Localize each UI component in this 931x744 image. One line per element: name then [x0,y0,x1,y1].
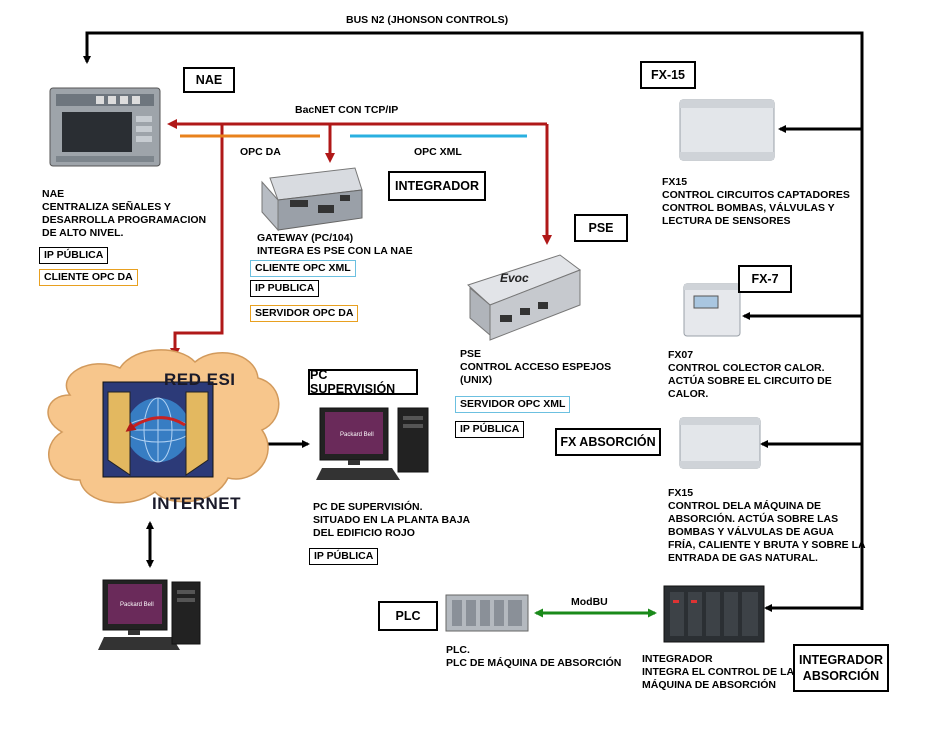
gateway-description: GATEWAY (PC/104) INTEGRA ES PSE CON LA N… [257,232,413,258]
pc-ip-tag: IP PÚBLICA [309,548,379,565]
fx07-description: FX07 CONTROL COLECTOR CALOR. ACTÚA SOBRE… [668,349,832,401]
nae-device [49,87,161,167]
fx15-abs-desc-line: FX15 [668,487,694,499]
pc-supervision-box: PC SUPERVISIÓN [308,368,418,396]
fx15-absorcion-device [679,417,761,469]
pc-desc-line: PC DE SUPERVISIÓN. [313,501,423,513]
fx07-device [683,283,741,337]
internet-label: INTERNET [152,494,241,513]
pse-device: Evoc [467,254,582,341]
bus-n2-line [83,31,864,612]
pse-desc-line: (UNIX) [460,374,493,386]
gateway-desc-line: INTEGRA ES PSE CON LA NAE [257,245,413,257]
nae-desc-line: DE ALTO NIVEL. [42,227,124,239]
fx15-top-desc-line: LECTURA DE SENSORES [662,215,791,227]
fx07-desc-line: CALOR. [668,388,709,400]
nae-desc-line: CENTRALIZA SEÑALES Y [42,201,171,213]
pse-description: PSE CONTROL ACCESO ESPEJOS (UNIX) [460,348,611,387]
gateway-opc-client-tag: CLIENTE OPC XML [250,260,356,277]
nae-description: NAE CENTRALIZA SEÑALES Y DESARROLLA PROG… [42,188,206,240]
nae-box: NAE [183,67,235,93]
plc-desc-line: PLC. [446,644,470,656]
fx07-desc-line: FX07 [668,349,694,361]
integrador-abs-desc-line: INTEGRADOR [642,653,713,665]
nae-ip-tag: IP PÚBLICA [39,247,109,264]
fx07-desc-line: ACTÚA SOBRE EL CIRCUITO DE [668,375,832,387]
fx15-abs-desc-line: CONTROL DELA MÁQUINA DE [668,500,822,512]
fx15-abs-desc-line: ENTRADA DE GAS NATURAL. [668,552,818,564]
svg-text:Evoc: Evoc [500,271,529,285]
integrador-absorcion-box-line-2: ABSORCIÓN [802,669,880,683]
integrador-absorcion-box: INTEGRADOR ABSORCIÓN [793,644,889,692]
opc-xml-label: OPC XML [414,146,462,158]
fx15-box: FX-15 [640,61,696,89]
nae-desc-line: NAE [42,188,65,200]
pse-desc-line: PSE [460,348,482,360]
fx15-absorcion-description: FX15 CONTROL DELA MÁQUINA DE ABSORCIÓN. … [668,487,866,565]
fx15-top-desc-line: FX15 [662,176,688,188]
plc-box: PLC [378,601,438,631]
integrador-abs-desc-line: INTEGRA EL CONTROL DE LA [642,666,795,678]
fx07-desc-line: CONTROL COLECTOR CALOR. [668,362,825,374]
pc-supervision-device: Packard Bell [316,407,429,480]
gateway-desc-line: GATEWAY (PC/104) [257,232,354,244]
pse-box: PSE [574,214,628,242]
pc-description: PC DE SUPERVISIÓN. SITUADO EN LA PLANTA … [313,501,470,540]
integrador-absorcion-box-line-1: INTEGRADOR [798,653,884,667]
integrador-absorcion-device [663,585,765,643]
integrador-absorcion-description: INTEGRADOR INTEGRA EL CONTROL DE LA MÁQU… [642,653,794,692]
pse-desc-line: CONTROL ACCESO ESPEJOS [460,361,612,373]
plc-desc-line: PLC DE MÁQUINA DE ABSORCIÓN [446,657,622,669]
bacnet-label: BacNET CON TCP/IP [295,104,399,116]
fx15-top-desc-line: CONTROL CIRCUITOS CAPTADORES [662,189,850,201]
pse-opc-server-tag: SERVIDOR OPC XML [455,396,571,413]
svg-text:Packard Bell: Packard Bell [340,432,374,438]
cloud-shape [47,349,280,504]
fx15-abs-desc-line: FRÍA, CALIENTE Y BRUTA Y SOBRE LA [668,539,866,551]
fx15-abs-desc-line: BOMBAS Y VÁLVULAS DE AGUA [668,526,834,538]
internet-client-pc: Packard Bell [98,579,201,650]
nae-opc-client-tag: CLIENTE OPC DA [39,269,138,286]
pc-desc-line: SITUADO EN LA PLANTA BAJA [313,514,471,526]
fx15-top-description: FX15 CONTROL CIRCUITOS CAPTADORES CONTRO… [662,176,850,228]
fx15-top-desc-line: CONTROL BOMBAS, VÁLVULAS Y [662,202,835,214]
integrador-abs-desc-line: MÁQUINA DE ABSORCIÓN [642,679,776,691]
integrador-box: INTEGRADOR [388,171,486,201]
fx-absorcion-box: FX ABSORCIÓN [555,428,661,456]
svg-text:Packard Bell: Packard Bell [120,602,154,608]
fx15-abs-desc-line: ABSORCIÓN. ACTÚA SOBRE LAS [668,513,839,525]
bacnet-line [167,119,552,358]
gateway-ip-tag: IP PUBLICA [250,280,320,297]
modbus-label: ModBU [571,596,608,608]
gateway-device [261,167,363,232]
gateway-opc-server-tag: SERVIDOR OPC DA [250,305,359,322]
bus-label: BUS N2 (JHONSON CONTROLS) [346,14,509,26]
plc-device [445,594,529,632]
pc-desc-line: DEL EDIFICIO ROJO [313,527,415,539]
opc-da-label: OPC DA [240,146,281,158]
nae-desc-line: DESARROLLA PROGRAMACION [42,214,207,226]
fx15-top-device [679,99,775,161]
red-esi-label: RED ESI [164,370,236,389]
pse-ip-tag: IP PÚBLICA [455,421,525,438]
fx7-box: FX-7 [738,265,792,293]
plc-description: PLC. PLC DE MÁQUINA DE ABSORCIÓN [446,644,621,670]
